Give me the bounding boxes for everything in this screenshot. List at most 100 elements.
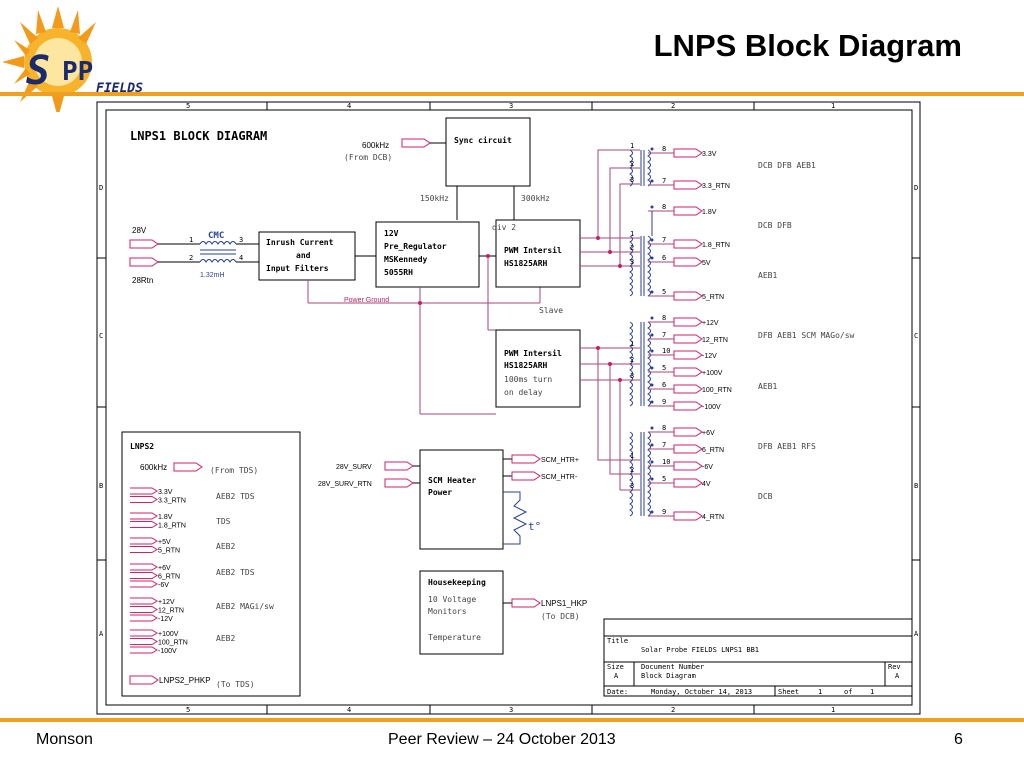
lnps2-rail-label: -100V (158, 648, 177, 655)
transformer-pin: 5 (662, 475, 666, 483)
transformer-pin: 1 (630, 230, 634, 238)
transformer-t2: 1238+12V712_RTN10-12V5+100V6100_RTN9-100… (629, 314, 732, 411)
scm-in1: 28V_SURV (336, 464, 372, 471)
lnps2-rail-label: 6_RTN (158, 574, 180, 581)
inrush-line: and (296, 251, 311, 260)
lnps1-heading: LNPS1 BLOCK DIAGRAM (130, 129, 267, 143)
transformer-pin: 1 (630, 142, 634, 150)
tb-date-value: Monday, October 14, 2013 (651, 688, 752, 696)
lnps2-heading: LNPS2 (130, 442, 154, 451)
transformer-pin: 3 (630, 176, 634, 184)
lnps2-rail-label: -12V (158, 616, 173, 623)
pwm2-block (495, 329, 581, 408)
freq-150: 150kHz (420, 194, 449, 203)
scm-line: Power (428, 488, 452, 497)
lnps2-rail-label: -6V (158, 582, 169, 589)
tb-docnum-value: Block Diagram (641, 672, 696, 680)
transformer-pin: 7 (662, 331, 666, 339)
tb-date-label: Date: (607, 688, 628, 696)
transformer-pin: 8 (662, 424, 666, 432)
hk-heading: Housekeeping (428, 577, 486, 587)
lnps1-clock-src: (From DCB) (344, 153, 392, 162)
transformer-pin: 10 (662, 458, 670, 466)
tb-sheet-value: 1 (818, 688, 822, 696)
output-rail-label: +100V (702, 370, 723, 377)
scm-out2: SCM_HTR- (541, 474, 578, 481)
output-rail-label: -6V (702, 464, 713, 471)
lnps2-clock: 600kHz (140, 463, 167, 472)
lnps2-dest-label: AEB2 (216, 634, 235, 643)
transformer-pin: 8 (662, 203, 666, 211)
drawing-frame (96, 101, 921, 715)
transformer-pin: 7 (662, 177, 666, 185)
bottom-accent-bar (0, 718, 1024, 722)
svg-text:PP: PP (62, 57, 93, 87)
output-rail-label: +6V (702, 430, 715, 437)
transformer-pin: 10 (662, 347, 670, 355)
lnps2-rail-label: +100V (158, 631, 179, 638)
row-label: C (914, 332, 918, 340)
tb-rev-value: A (895, 672, 900, 680)
footer-author: Monson (36, 731, 93, 748)
col-label: 5 (186, 102, 190, 110)
footer-event: Peer Review – 24 October 2013 (388, 731, 616, 748)
scm-line: SCM Heater (428, 476, 476, 485)
dest-label: AEB1 (758, 382, 777, 391)
sync-circuit-label: Sync circuit (454, 135, 512, 145)
lnps2-dest-label: AEB2 MAGi/sw (216, 602, 274, 611)
prereg-line: 5055RH (384, 268, 413, 277)
prereg-line: MSKennedy (384, 255, 428, 264)
transformer-pin: 3 (630, 482, 634, 490)
lnps2-clock-src: (From TDS) (210, 466, 258, 475)
output-rail-label: -100V (702, 404, 721, 411)
frame-ticks (97, 102, 920, 714)
prereg-line: 12V (384, 229, 399, 238)
cmc-label: CMC (208, 231, 224, 241)
tb-of-value: 1 (870, 688, 874, 696)
hk-line: Monitors (428, 607, 467, 616)
row-label: A (914, 630, 919, 638)
tb-title-label: Title (607, 637, 628, 645)
col-label: 2 (671, 102, 675, 110)
col-label: 1 (831, 706, 835, 714)
transformer-pin: 2 (630, 466, 634, 474)
col-label: 5 (186, 706, 190, 714)
lnps2-block (121, 431, 301, 697)
transformer-pin: 7 (662, 441, 666, 449)
output-rail-label: 12_RTN (702, 337, 728, 344)
output-rail-label: 6_RTN (702, 447, 724, 454)
col-label: 2 (671, 706, 675, 714)
freq-300: 300kHz (521, 194, 550, 203)
transformer-pin: 2 (630, 160, 634, 168)
lnps2-rail-label: +12V (158, 599, 175, 606)
sun-graphic (2, 6, 96, 112)
tb-size-label: Size (607, 663, 624, 671)
hk-out: LNPS1_HKP (541, 599, 587, 608)
output-rail-label: +12V (702, 320, 719, 327)
scm-heater-block (419, 449, 504, 550)
input-28v: 28V (132, 226, 147, 235)
col-label: 3 (509, 706, 513, 714)
col-label: 4 (347, 706, 351, 714)
lnps2-rail-label: 100_RTN (158, 640, 188, 647)
cmc-pin: 4 (239, 254, 243, 262)
frame-column-labels: 5 4 3 2 1 5 4 3 2 1 (186, 102, 835, 714)
transformer-pin: 2 (630, 356, 634, 364)
lnps2-rail-label: 5_RTN (158, 548, 180, 555)
transformer-pin: 5 (662, 288, 666, 296)
tb-size-value: A (614, 672, 619, 680)
spp-fields-logo: S PP FIELDS (2, 6, 143, 112)
transformer-pin: 3 (630, 258, 634, 266)
lnps2-dest-label: AEB2 TDS (216, 492, 255, 501)
housekeeping-block (419, 570, 504, 655)
common-mode-choke (199, 241, 237, 263)
output-rail-label: 5V (702, 260, 711, 267)
tb-title-value: Solar Probe FIELDS LNPS1 BB1 (641, 646, 759, 654)
slave-label: Slave (539, 306, 563, 315)
pwm2-line: PWM Intersil (504, 348, 562, 358)
